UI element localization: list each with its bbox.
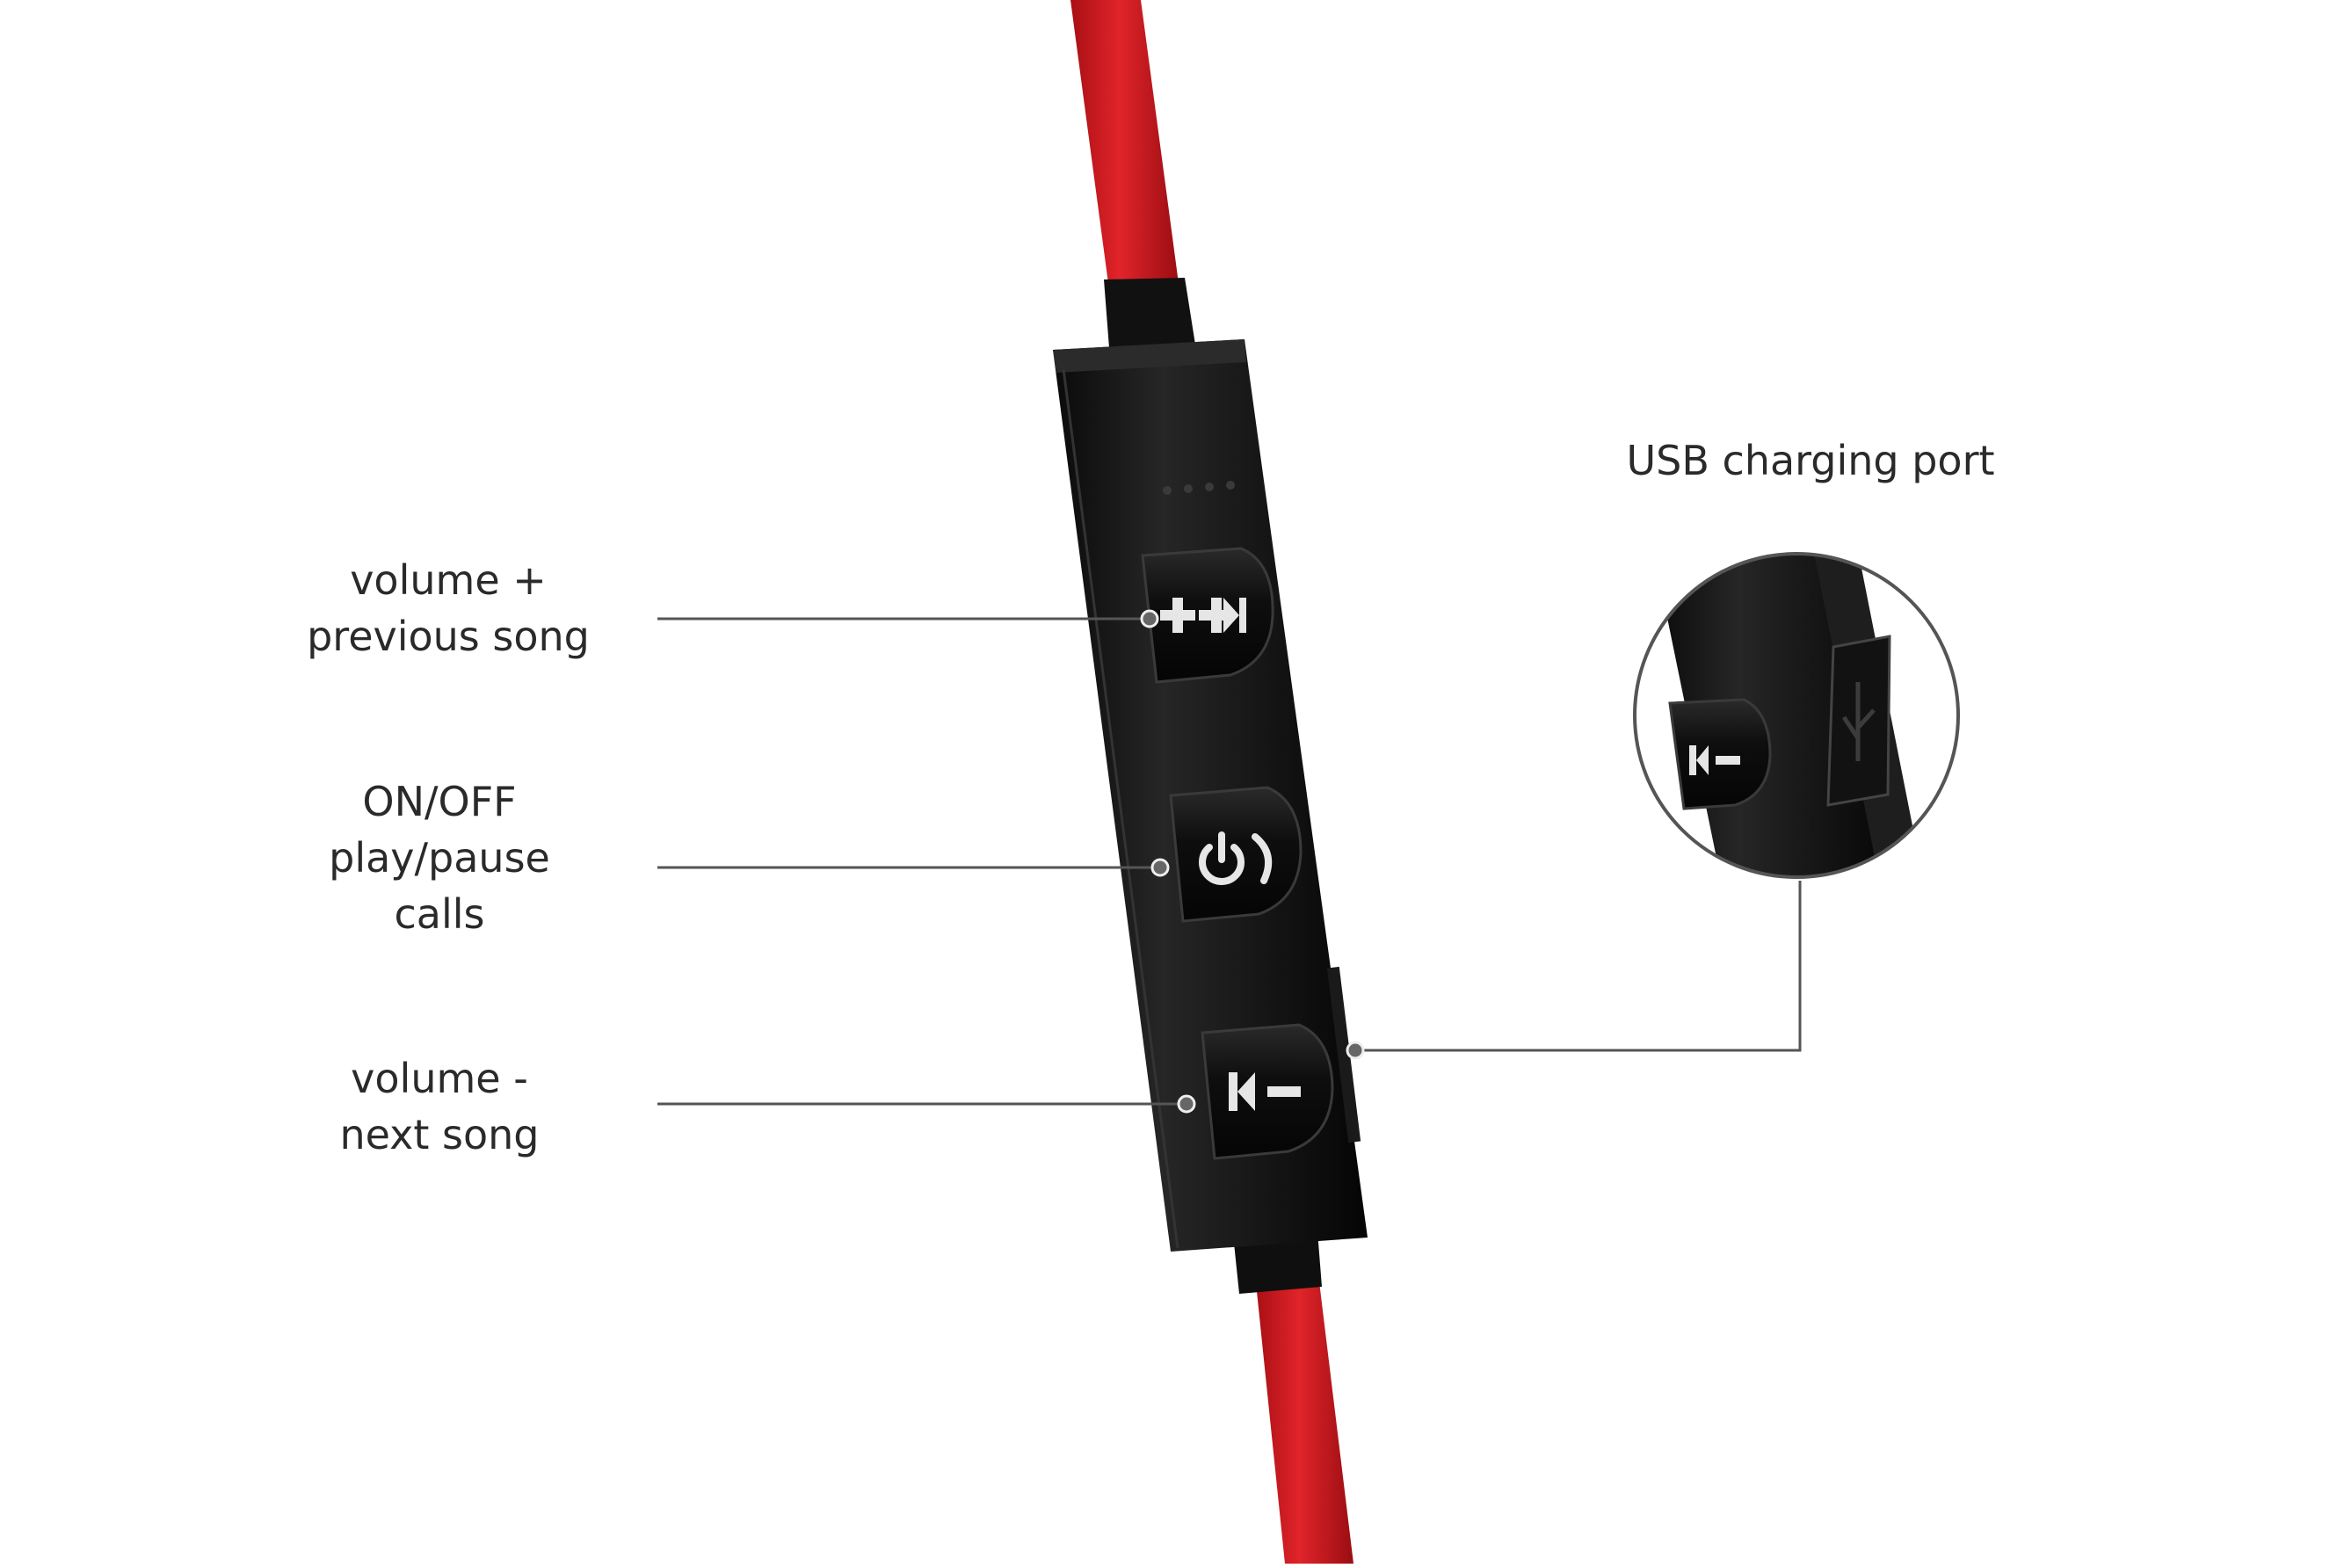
led-dots [1163,481,1235,495]
usb-symbol-icon [1841,682,1876,761]
power-button[interactable] [1169,786,1303,923]
leader-dots [1140,609,1365,1114]
label-volume-down-line2: next song [339,1111,540,1158]
volume-up-next-icon [1160,598,1246,633]
label-volume-up-line2: previous song [307,613,590,660]
zoom-inset [1633,552,1960,879]
leader-lines [657,617,1802,1106]
usb-port [1326,966,1361,1143]
volume-up-button[interactable] [1141,547,1274,684]
label-volume-down: volume - next song [255,1050,624,1163]
cable-bottom [1255,1274,1353,1564]
label-usb-text: USB charging port [1626,437,1995,484]
label-volume-up: volume + previous song [255,552,642,664]
zoom-usb-flap [1826,635,1891,807]
label-power-line1: ON/OFF [362,778,517,825]
label-power-line3: calls [394,890,485,938]
label-power: ON/OFF play/pause calls [255,773,624,942]
volume-down-button[interactable] [1201,1023,1334,1160]
label-power-line2: play/pause [329,834,550,882]
label-volume-down-line1: volume - [351,1055,528,1102]
strain-relief-top [1104,278,1195,348]
zoom-button [1668,698,1772,810]
label-volume-up-line1: volume + [350,556,547,604]
volume-down-prev-icon [1229,1072,1301,1111]
power-call-icon [1199,831,1273,885]
cable-top [1070,0,1179,290]
label-usb-port: USB charging port [1564,432,2057,489]
